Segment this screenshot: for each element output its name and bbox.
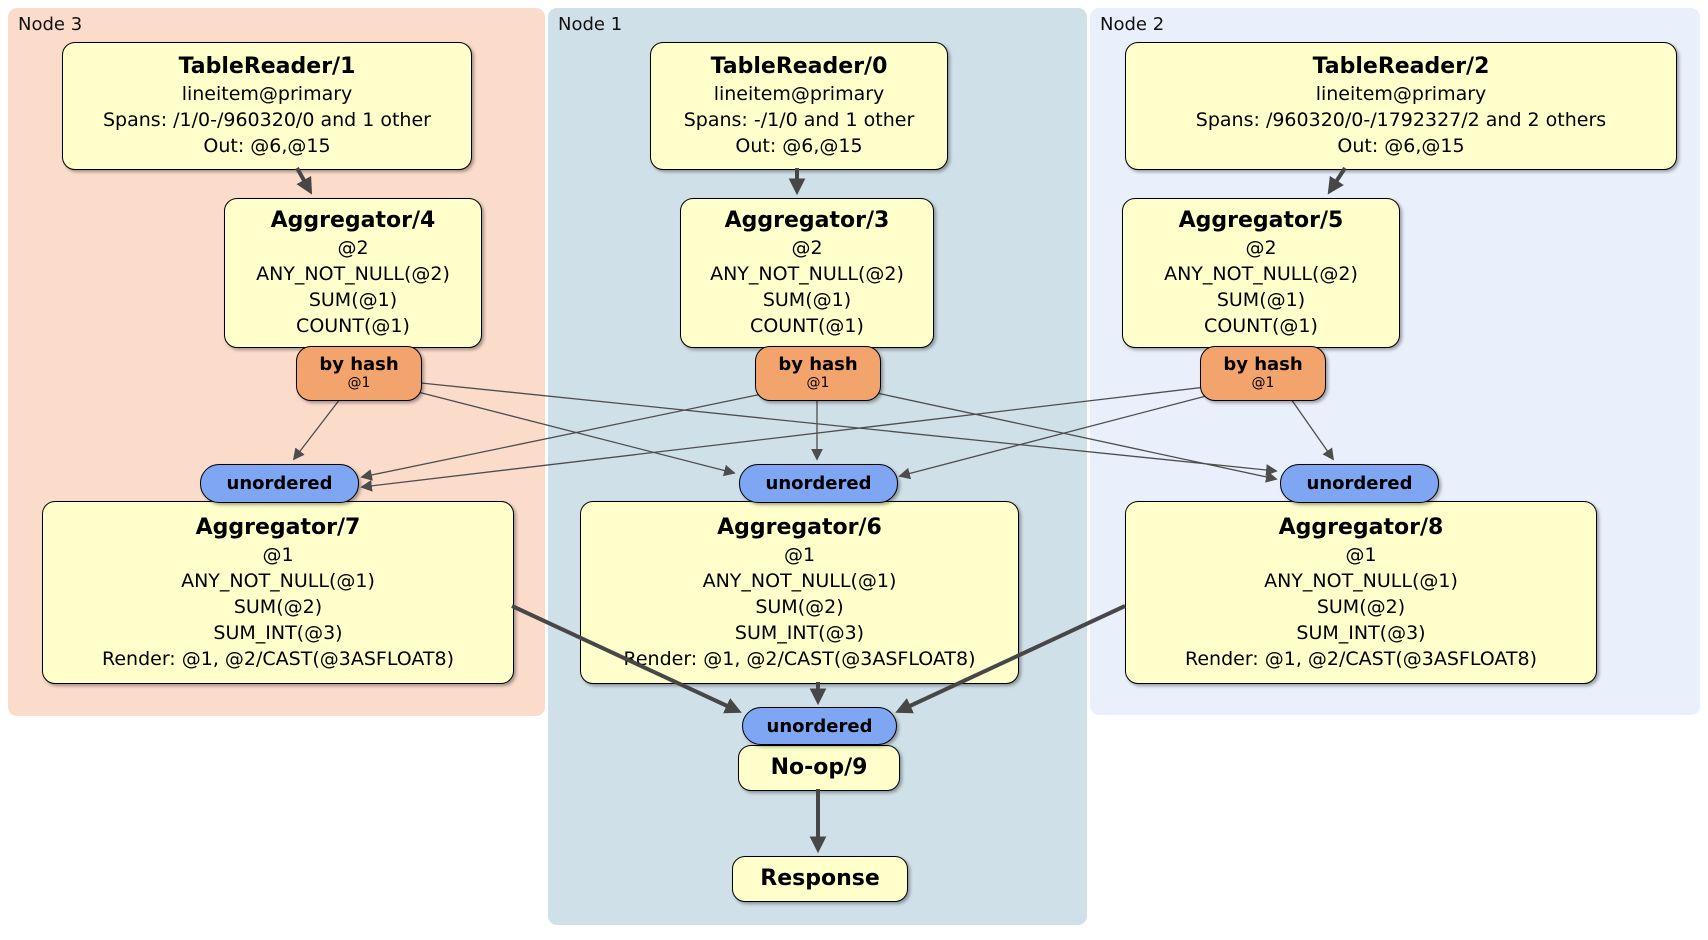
detail-line: lineitem@primary xyxy=(1315,83,1487,105)
detail-line: ANY_NOT_NULL(@2) xyxy=(710,263,904,285)
sync-unordered-node3: unordered xyxy=(200,464,359,503)
detail-line: @1 xyxy=(262,543,294,566)
detail-line: Spans: /1/0-/960320/0 and 1 other xyxy=(103,109,431,131)
region-node3-label: Node 3 xyxy=(18,14,83,35)
detail-line: ANY_NOT_NULL(@1) xyxy=(702,569,897,592)
detail-line: SUM(@1) xyxy=(1216,289,1306,311)
router-by-hash-node2: by hash @1 xyxy=(1200,346,1326,401)
detail-line: SUM(@1) xyxy=(308,289,398,311)
detail-line: Out: @6,@15 xyxy=(203,135,331,157)
region-node2-label: Node 2 xyxy=(1100,14,1165,35)
sync-unordered-final: unordered xyxy=(742,707,897,745)
detail-line: SUM(@2) xyxy=(755,595,844,618)
sync-label: unordered xyxy=(226,473,333,494)
processor-title: Aggregator/8 xyxy=(1278,514,1444,540)
response-box: Response xyxy=(732,856,908,902)
detail-line: Out: @6,@15 xyxy=(735,135,863,157)
router-label: by hash xyxy=(1223,354,1303,375)
router-detail: @1 xyxy=(347,375,371,391)
detail-line: COUNT(@1) xyxy=(296,315,410,337)
processor-title: Aggregator/6 xyxy=(717,514,882,540)
router-label: by hash xyxy=(778,354,858,375)
detail-line: COUNT(@1) xyxy=(1204,315,1318,337)
processor-title: Aggregator/3 xyxy=(724,208,890,233)
processor-title: TableReader/2 xyxy=(1312,54,1490,79)
detail-line: ANY_NOT_NULL(@1) xyxy=(1264,569,1458,592)
detail-line: SUM(@2) xyxy=(233,595,323,618)
router-detail: @1 xyxy=(1251,375,1275,391)
processor-title: Aggregator/7 xyxy=(195,514,361,540)
detail-line: SUM(@2) xyxy=(1316,595,1406,618)
detail-line: Render: @1, @2/CAST(@3ASFLOAT8) xyxy=(623,647,976,670)
sync-unordered-node2: unordered xyxy=(1280,464,1439,503)
detail-line: lineitem@primary xyxy=(181,83,353,105)
detail-line: ANY_NOT_NULL(@1) xyxy=(181,569,375,592)
router-detail: @1 xyxy=(806,375,830,391)
region-node1-label: Node 1 xyxy=(558,14,623,35)
detail-line: SUM_INT(@3) xyxy=(1296,621,1426,644)
processor-title: No-op/9 xyxy=(770,755,868,780)
processor-noop-9: No-op/9 xyxy=(738,745,900,791)
detail-line: ANY_NOT_NULL(@2) xyxy=(1164,263,1358,285)
detail-line: COUNT(@1) xyxy=(750,315,864,337)
detail-line: Render: @1, @2/CAST(@3ASFLOAT8) xyxy=(102,647,454,670)
detail-line: Spans: /960320/0-/1792327/2 and 2 others xyxy=(1195,109,1607,131)
processor-title: TableReader/1 xyxy=(178,54,356,79)
detail-line: SUM_INT(@3) xyxy=(213,621,343,644)
detail-line: @2 xyxy=(337,237,369,259)
router-label: by hash xyxy=(319,354,399,375)
detail-line: ANY_NOT_NULL(@2) xyxy=(256,263,450,285)
detail-line: @1 xyxy=(1345,543,1377,566)
sync-label: unordered xyxy=(765,473,872,494)
processor-title: Aggregator/4 xyxy=(270,208,436,233)
detail-line: Out: @6,@15 xyxy=(1337,135,1465,157)
sync-unordered-node1: unordered xyxy=(739,464,898,503)
processor-title: Aggregator/5 xyxy=(1178,208,1344,233)
detail-line: @1 xyxy=(783,543,816,566)
response-title: Response xyxy=(760,866,880,891)
detail-line: @2 xyxy=(1245,237,1277,259)
router-by-hash-node3: by hash @1 xyxy=(296,346,422,401)
sync-label: unordered xyxy=(1306,473,1413,494)
detail-line: lineitem@primary xyxy=(713,83,885,105)
detail-line: Spans: -/1/0 and 1 other xyxy=(683,109,915,131)
sync-label: unordered xyxy=(766,715,873,737)
processor-title: TableReader/0 xyxy=(710,54,888,79)
detail-line: SUM(@1) xyxy=(762,289,852,311)
router-by-hash-node1: by hash @1 xyxy=(755,346,881,401)
detail-line: Render: @1, @2/CAST(@3ASFLOAT8) xyxy=(1185,647,1537,670)
detail-line: @2 xyxy=(791,237,823,259)
detail-line: SUM_INT(@3) xyxy=(734,621,865,644)
